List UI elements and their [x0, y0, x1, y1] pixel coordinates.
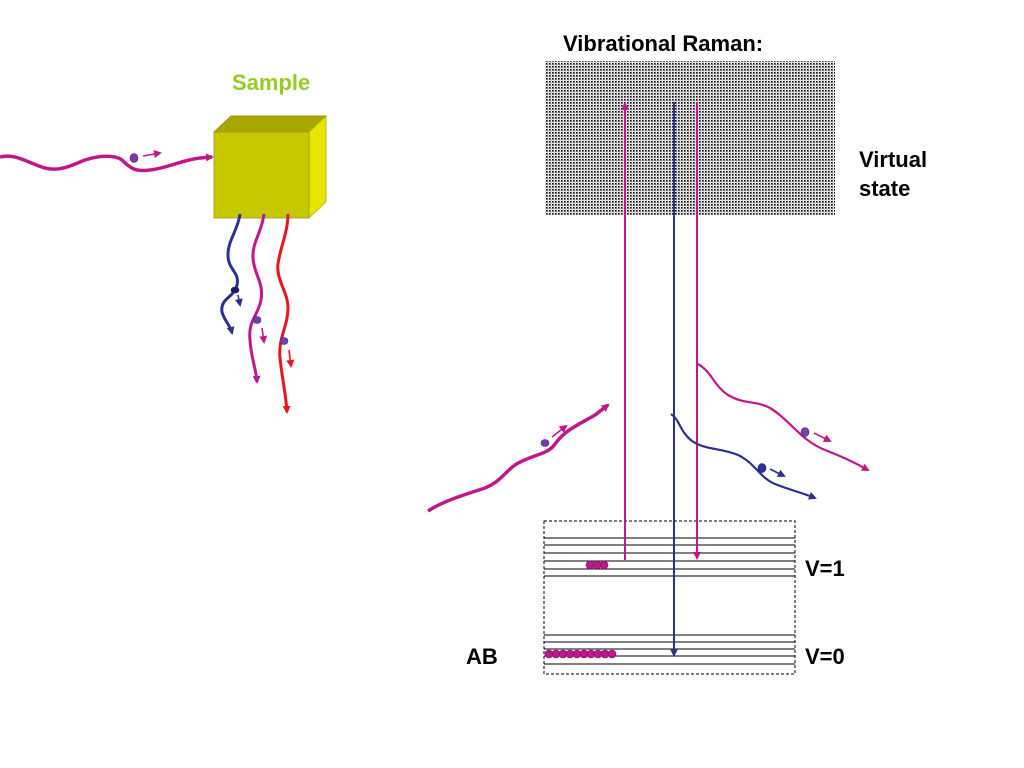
- diagram-title: Vibrational Raman:: [563, 31, 764, 56]
- sample-stokes-wave: [276, 213, 291, 414]
- sample-anti-stokes-small-arrow: [234, 294, 243, 307]
- sample-rayleigh-dot: [252, 316, 262, 324]
- scattered-anti-stokes-wave: [670, 413, 817, 500]
- sample-cube-icon: [212, 115, 328, 219]
- sample-incoming-photon-dot: [129, 153, 139, 163]
- incoming-photon-dot: [540, 439, 550, 447]
- sample-rayleigh-wave: [248, 213, 266, 384]
- sample-anti-stokes-dot: [230, 286, 240, 294]
- sample-rayleigh-small-arrow: [259, 327, 268, 344]
- sample-incoming-photon-small-arrow: [142, 150, 162, 158]
- energy-level-box: [543, 520, 796, 675]
- sample-stokes-dot: [279, 337, 289, 345]
- v0-population-dots: [544, 649, 617, 659]
- virtual-state-label: Virtual state: [859, 147, 928, 202]
- level-v1-label: V=1: [805, 556, 845, 581]
- incoming-photon-wave: [427, 403, 610, 513]
- sample-anti-stokes-wave: [220, 213, 242, 335]
- scattered-anti-stokes-small-arrow: [769, 468, 786, 477]
- scattered-rayleigh-small-arrow: [813, 432, 832, 442]
- virtual-state-band: [545, 61, 835, 215]
- v0-level-lines: [544, 634, 795, 665]
- scattered-rayleigh-wave: [697, 363, 870, 471]
- sample-label: Sample: [232, 70, 311, 95]
- level-v0-label: V=0: [805, 644, 845, 669]
- scattered-anti-stokes-dot: [757, 463, 767, 473]
- sample-stokes-small-arrow: [286, 349, 295, 368]
- transition-arrows: [621, 102, 701, 657]
- ab-label: AB: [466, 644, 498, 669]
- incoming-photon-small-arrow: [551, 424, 568, 438]
- scattered-rayleigh-dot: [800, 427, 810, 437]
- sample-incoming-photon-wave: [0, 153, 214, 173]
- v1-level-lines: [544, 537, 795, 577]
- v1-population-dots: [585, 560, 609, 570]
